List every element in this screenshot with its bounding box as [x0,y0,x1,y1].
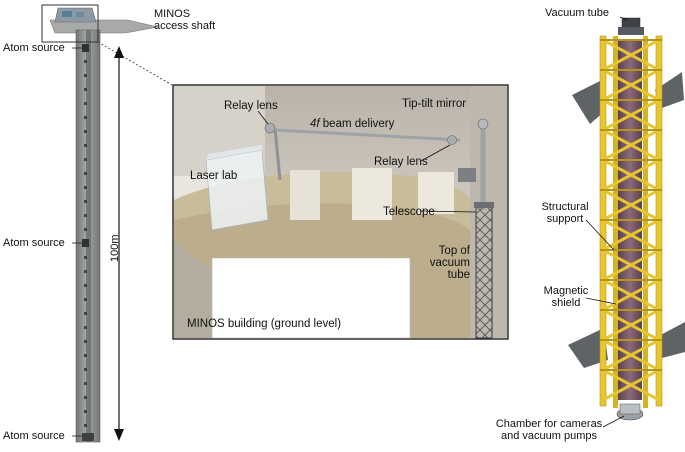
shaft-segment-mark [84,312,87,315]
atom-source-marker-top [82,44,89,52]
top-of-vacuum-tube-line2: vacuum [429,257,470,269]
access-shaft-highlight-box [41,4,99,43]
frame-brace [602,188,660,222]
shaft-segment-mark [84,102,87,105]
atom-source-label-mid: Atom source [3,237,65,249]
tip-tilt-mirror-label: Tip-tilt mirror [402,98,467,110]
frame-brace [602,278,660,312]
frame-brace [602,158,660,192]
atom-source-label-bottom: Atom source [3,430,65,442]
chamber-line1: Chamber for cameras [495,418,603,430]
shaft-segment-mark [84,256,87,259]
structural-support-line2: support [546,213,584,225]
building-caption: MINOS building (ground level) [187,318,342,330]
shaft-segment-mark [84,144,87,147]
shaft-segment-mark [84,298,87,301]
atom-source-label-top: Atom source [3,42,65,54]
chamber-line2: and vacuum pumps [501,430,597,442]
frame-brace [602,218,660,252]
access-shaft-label: MINOS access shaft [154,8,215,32]
shaft-segment-mark [84,396,87,399]
chamber-label: Chamber for cameras and vacuum pumps [487,418,611,442]
building-inset [172,84,509,340]
beam-delivery-rest: beam delivery [319,118,395,130]
shaft-segment-mark [84,158,87,161]
frame-brace [602,248,660,282]
shaft-segment-mark [84,410,87,413]
tube-leader-lines [585,16,628,428]
relay-lens-top-label: Relay lens [224,100,278,112]
magnetic-shield-label: Magnetic shield [540,285,592,309]
shaft-segment-mark [84,284,87,287]
access-shaft-label-line2: access shaft [154,20,216,32]
shaft-segment-mark [84,172,87,175]
shaft-segment-mark [84,340,87,343]
shaft-segment-mark [84,88,87,91]
height-label: 100m [109,234,121,262]
frame-brace [602,98,660,132]
shaft-segment-mark [84,228,87,231]
frame-brace [602,38,660,72]
atom-source-marker-mid [82,239,89,247]
shaft-segment-mark [84,130,87,133]
top-of-vacuum-tube-line3: tube [447,269,470,281]
shaft-segment-mark [84,382,87,385]
frame-brace [602,368,660,402]
zoom-connector-line [97,41,173,86]
frame-brace [602,338,660,372]
height-dimension-arrow [114,46,124,441]
vacuum-tube-tower [568,17,685,421]
beam-delivery-label: 4f beam delivery [310,118,394,130]
relay-lens-right-label: Relay lens [374,156,428,168]
shaft-segment-mark [84,424,87,427]
shaft-segment-mark [84,368,87,371]
frame-brace [602,68,660,102]
top-of-vacuum-tube-line1: Top of [438,245,470,257]
shaft-segment-mark [84,186,87,189]
access-shaft-label-line1: MINOS [154,8,191,20]
shaft-segment-mark [84,270,87,273]
magnetic-shield-line1: Magnetic [543,285,589,297]
shaft-segment-mark [84,74,87,77]
shaft-segment-mark [84,326,87,329]
shaft-segment-mark [84,60,87,63]
shaft-segment-mark [84,214,87,217]
shaft-segment-mark [84,200,87,203]
structural-support-label: Structural support [534,201,596,225]
laser-lab-label: Laser lab [190,170,238,182]
frame-brace [602,128,660,162]
frame-brace [602,308,660,342]
beam-delivery-italic: 4f [310,118,320,130]
telescope-label: Telescope [383,206,435,218]
structural-support-line1: Structural [541,201,589,213]
vacuum-tube-label: Vacuum tube [545,7,610,19]
shaft-segment-mark [84,116,87,119]
top-of-vacuum-tube-label: Top of vacuum tube [420,245,470,281]
magnetic-shield-line2: shield [551,297,581,309]
shaft-segment-mark [84,354,87,357]
shaft-illustration [49,7,159,443]
inset-leader-lines [257,110,477,213]
